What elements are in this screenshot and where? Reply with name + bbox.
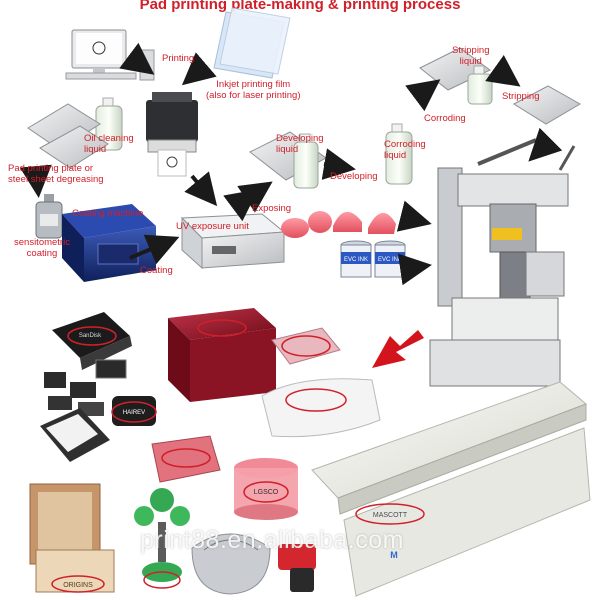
pink-phone-product bbox=[151, 435, 221, 483]
svg-text:M: M bbox=[390, 550, 398, 560]
profile-product: MASCOTT M bbox=[311, 381, 591, 597]
page-title: Pad printing plate-making & printing pro… bbox=[139, 0, 461, 13]
adapter-product bbox=[40, 408, 110, 462]
ink-can-label: EVC INK bbox=[378, 257, 402, 263]
printer-icon bbox=[146, 92, 198, 177]
label-corroding: Corroding bbox=[424, 113, 466, 124]
card-reader-product: SanDisk bbox=[52, 312, 132, 379]
coating-machine-icon bbox=[62, 204, 156, 282]
label-sensitometric: sensitometric coating bbox=[14, 237, 70, 259]
profile-brand: MASCOTT bbox=[373, 512, 408, 519]
origins-kit-product: ORIGINS bbox=[29, 483, 115, 593]
label-corroding-liquid: Corroding liquid bbox=[384, 139, 426, 161]
mouse-product bbox=[191, 533, 271, 595]
plate-icon bbox=[512, 85, 582, 125]
pink-case-product bbox=[271, 327, 341, 365]
green-spinner-product bbox=[134, 488, 190, 589]
label-oil-cleaning: Oil cleaning liquid bbox=[84, 133, 134, 155]
white-device-product bbox=[261, 378, 381, 438]
uv-exposure-unit-icon bbox=[180, 213, 286, 270]
inkjet-film-icon bbox=[213, 7, 291, 79]
origins-label: ORIGINS bbox=[63, 582, 93, 589]
ink-can-icon: EVC INK EVC INK bbox=[340, 240, 406, 278]
red-tag-product bbox=[278, 544, 316, 570]
ink-can-label: EVC INK bbox=[344, 257, 368, 263]
label-coating-machine: Coating machine bbox=[72, 208, 144, 219]
jar-product: LGSCO bbox=[234, 458, 298, 520]
label-stripping: Stripping bbox=[502, 91, 540, 102]
big-red-arrow-icon bbox=[372, 330, 424, 368]
plate-icon bbox=[27, 103, 109, 169]
bottle-icon bbox=[293, 133, 319, 189]
label-developing: Developing bbox=[330, 171, 378, 182]
bottle-icon bbox=[95, 97, 123, 151]
hairev-label: HAIREV bbox=[123, 410, 145, 416]
label-developing-liquid: Developing liquid bbox=[276, 133, 324, 155]
bottle-icon bbox=[35, 194, 63, 239]
jar-label: LGSCO bbox=[254, 489, 279, 496]
clip-product bbox=[290, 568, 314, 592]
label-coating: Coating bbox=[140, 265, 173, 276]
bottle-icon bbox=[385, 123, 413, 185]
watermark: print88.en.alibaba.com bbox=[140, 526, 404, 554]
label-printing: Printing bbox=[162, 53, 195, 64]
memory-card-product bbox=[44, 372, 104, 416]
computer-icon bbox=[65, 29, 155, 81]
hairev-product: HAIREV bbox=[111, 396, 157, 426]
flow-arrows bbox=[19, 42, 563, 286]
card-reader-brand: SanDisk bbox=[79, 333, 102, 339]
red-box-product bbox=[168, 308, 276, 402]
label-inkjet-film: Inkjet printing film (also for laser pri… bbox=[206, 79, 301, 101]
silicone-pad-icon bbox=[281, 211, 396, 238]
label-uv-unit: UV exposure unit bbox=[176, 221, 249, 232]
pad-printing-machine-icon bbox=[429, 138, 576, 387]
label-exposing: Exposing bbox=[252, 203, 292, 214]
label-stripping-liquid: Stripping liquid bbox=[452, 45, 490, 67]
label-degreasing: Pad printing plate or steel sheet degrea… bbox=[8, 163, 104, 185]
